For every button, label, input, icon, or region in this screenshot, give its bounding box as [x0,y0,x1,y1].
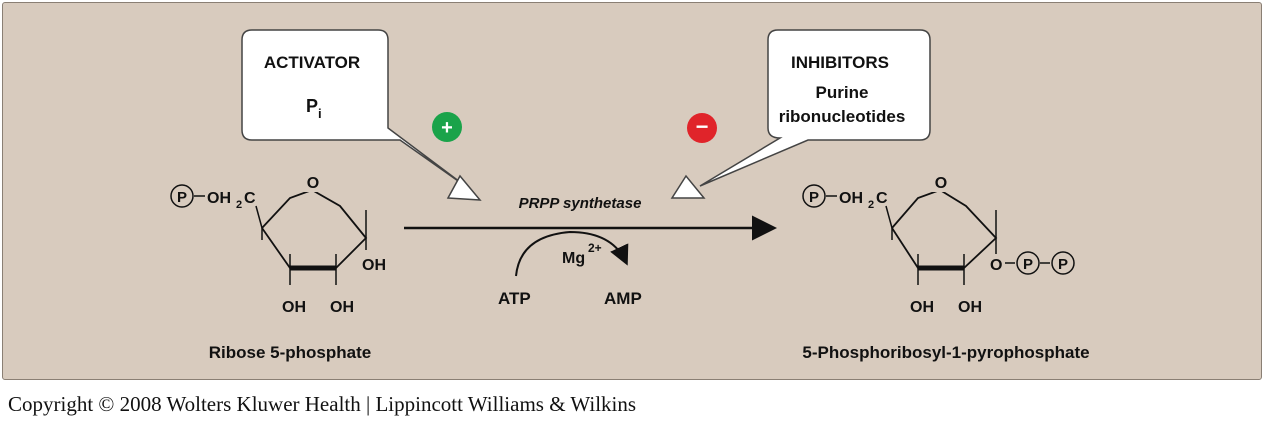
ribose-c-label: C [244,190,256,207]
ribose-5-phosphate-structure: P OH 2 C O OH OH OH [170,170,386,316]
prpp-pyrophosphate-1: P [1023,256,1033,273]
prpp-structure: P OH 2 C O O P P OH OH [802,170,1075,316]
cofactor-charge: 2+ [588,241,602,255]
inhibitors-line2: ribonucleotides [779,107,906,126]
amp-label: AMP [604,289,642,308]
atp-label: ATP [498,289,531,308]
activator-heading: ACTIVATOR [264,53,360,72]
activator-molecule: P [306,96,318,116]
cofactor-label: Mg [562,250,585,267]
ribose-ch2-label: OH [207,190,231,207]
diagram-panel [2,2,1262,380]
inhibitors-arrow-head [670,174,706,199]
inhibitors-callout [699,29,931,187]
atp-amp-arrow [515,230,629,277]
activator-arrow-head [446,174,482,201]
ribose-phosphate-symbol: P [177,189,187,206]
prpp-name: 5-Phosphoribosyl-1-pyrophosphate [802,343,1089,362]
enzyme-label: PRPP synthetase [519,195,642,212]
plus-sign-glyph: + [441,117,453,139]
prpp-phosphate-symbol: P [809,189,819,206]
prpp-c-label: C [876,190,888,207]
ribose-phosphate-circle [170,184,194,208]
ribose-oh-c3: OH [282,299,306,316]
inhibitors-heading: INHIBITORS [791,53,889,72]
prpp-o-link: O [990,257,1002,274]
ribose-ch2-sub: 2 [236,199,242,211]
ribose-oh-c1: OH [362,257,386,274]
activator-callout [241,29,469,189]
copyright-notice: Copyright © 2008 Wolters Kluwer Health |… [8,392,637,416]
minus-sign-icon [687,113,717,143]
ribose-name: Ribose 5-phosphate [209,343,371,362]
ribose-oh-c2: OH [330,299,354,316]
inhibitors-line1: Purine [816,83,869,102]
prpp-pyrophosphate-2: P [1058,256,1068,273]
prpp-oh-c3: OH [910,299,934,316]
plus-sign-icon [432,112,462,142]
minus-sign-glyph: − [696,114,709,139]
prpp-oh-c2: OH [958,299,982,316]
ribose-ring-oxygen: O [307,175,319,192]
activator-molecule-subscript: i [318,106,322,121]
prpp-ch2-sub: 2 [868,199,874,211]
prpp-ring-oxygen: O [935,175,947,192]
prpp-ch2-label: OH [839,190,863,207]
